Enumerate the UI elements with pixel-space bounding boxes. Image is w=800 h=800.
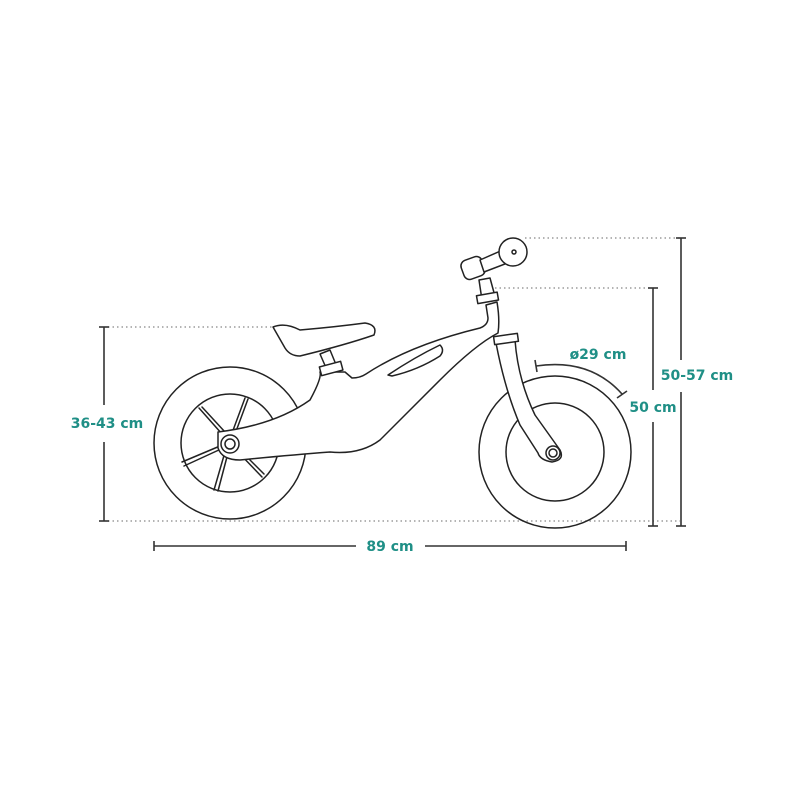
seat: [272, 322, 376, 357]
handlebar-grip: [498, 237, 528, 267]
frame-height-dimension: [648, 287, 658, 527]
handlebar-height-dimension: [676, 237, 686, 527]
seat-clamp: [318, 360, 344, 377]
length-dimension: [153, 541, 627, 551]
seat-height-label: 36-43 cm: [71, 416, 144, 432]
wheel-diameter-arc: [534, 359, 628, 399]
frame-cutout: [387, 344, 444, 377]
handlebar-height-label: 50-57 cm: [661, 368, 734, 384]
wheel-diameter-label: ø29 cm: [570, 347, 627, 363]
frame-height-label: 50 cm: [629, 400, 676, 416]
length-label: 89 cm: [366, 539, 413, 555]
front-fork: [495, 339, 563, 463]
rear-axle: [220, 434, 240, 454]
headset-lower: [492, 332, 520, 346]
front-axle: [545, 445, 561, 461]
front-wheel: [478, 375, 632, 529]
headset-upper: [475, 291, 500, 305]
seat-height-dimension: [99, 326, 109, 522]
